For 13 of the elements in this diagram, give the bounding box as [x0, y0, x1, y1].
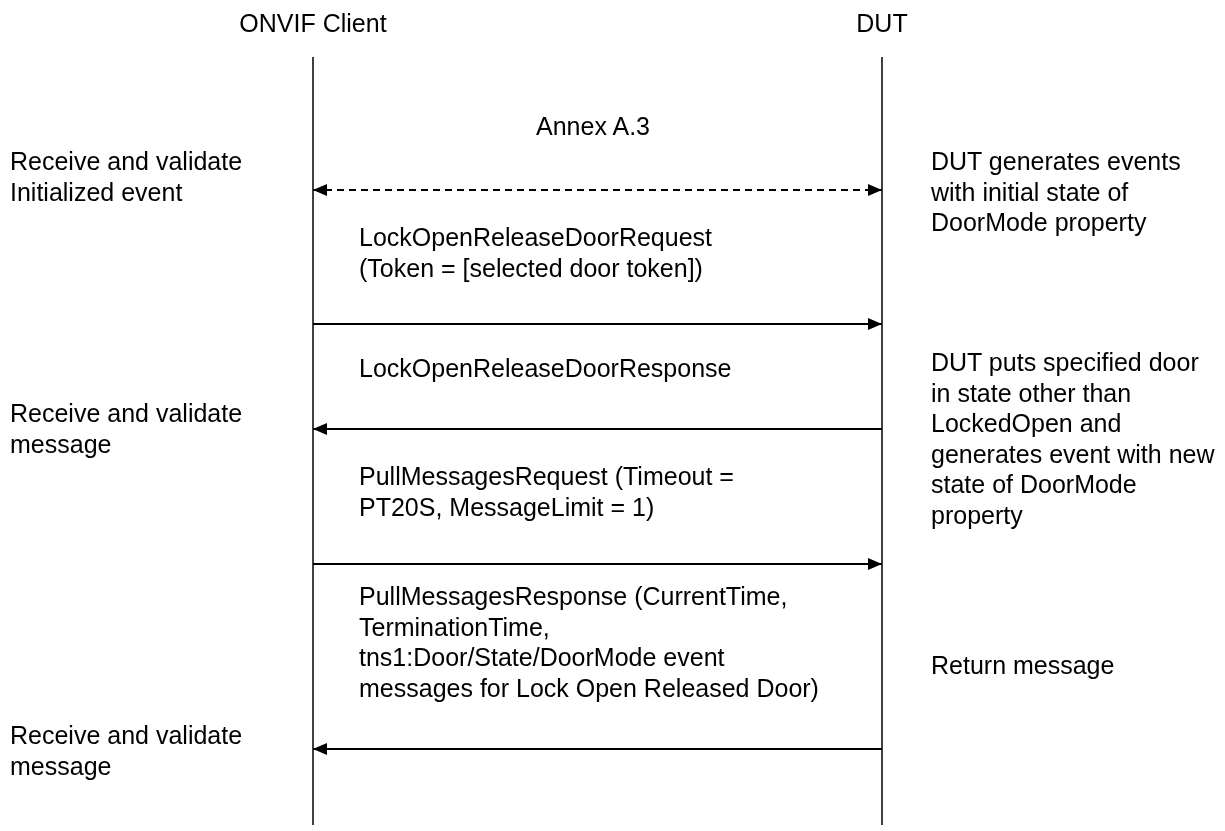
- message-arrow: [312, 743, 883, 755]
- step-note: Receive and validate message: [10, 398, 244, 459]
- step-note: Receive and validate message: [10, 720, 244, 781]
- message-arrow: [312, 423, 883, 435]
- message-arrow: [312, 184, 883, 196]
- message-arrow: [312, 558, 883, 570]
- step-note: DUT generates events with initial state of DoorMode property: [931, 146, 1182, 238]
- message-arrow: [312, 318, 883, 330]
- participant-label: DUT: [855, 8, 909, 39]
- participant-label: ONVIF Client: [238, 8, 388, 39]
- step-note: Return message: [931, 650, 1115, 681]
- step-note: DUT puts specified door in state other than LockedOpen and generates event with new state of DoorMode property: [931, 347, 1216, 530]
- step-note: Receive and validate Initialized event: [10, 146, 244, 207]
